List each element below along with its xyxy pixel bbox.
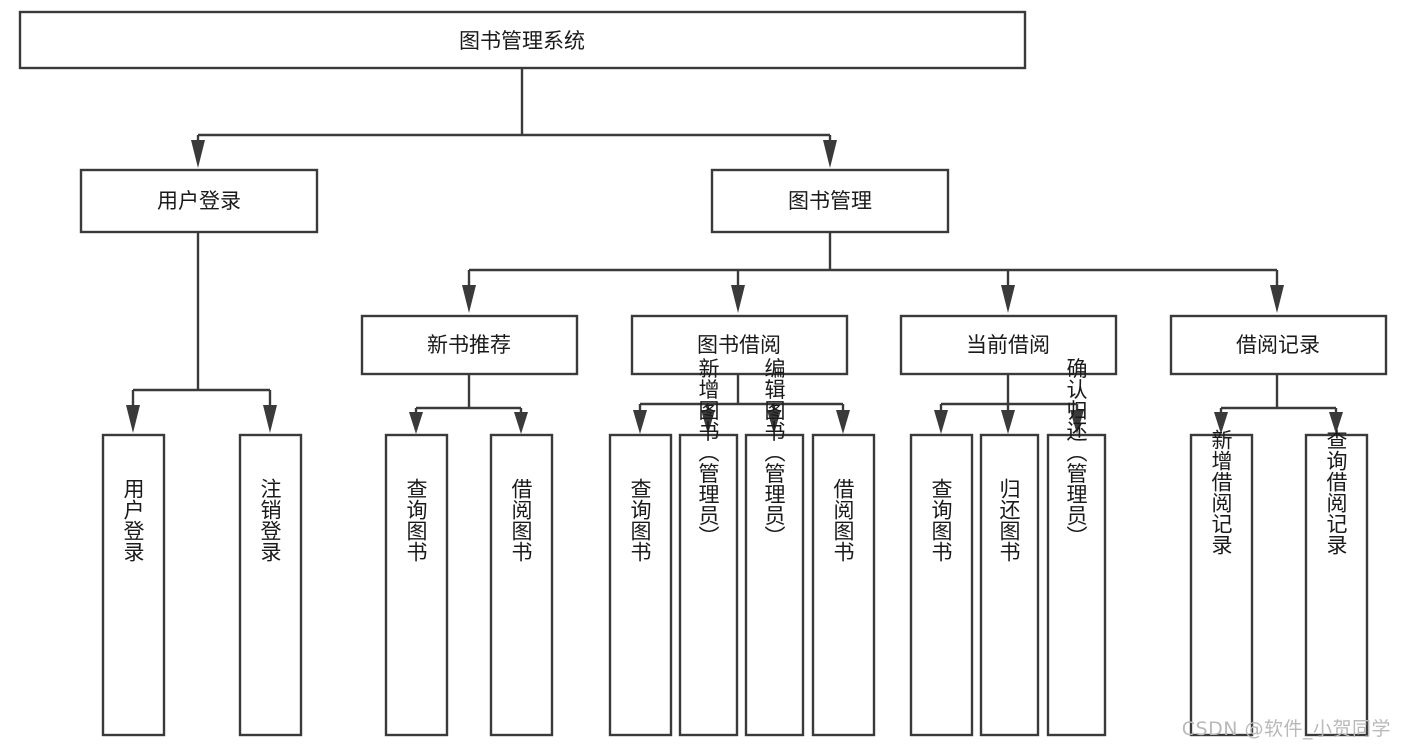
arrowhead-icon [836,410,850,434]
node-leaf-return-book-box[interactable] [979,433,1040,737]
connector-layer [131,69,1338,412]
node-book-borrow-box[interactable] [630,314,849,376]
node-borrow-record-label: 借阅记录 [1236,333,1320,357]
arrowhead-icon [462,285,476,313]
node-new-book-rec-label: 新书推荐 [427,333,511,357]
csdn-watermark: CSDN @软件_小贺同学 [1181,718,1391,740]
node-borrow-record[interactable]: 借阅记录 [1169,314,1388,376]
node-leaf-add-record-label: 新增借阅记录 [1209,429,1233,555]
arrowhead-icon [731,285,745,313]
arrowhead-icon [263,405,277,433]
node-leaf-edit-book[interactable]: 编辑图书（管理员） [744,358,805,737]
node-leaf-query-book-3-label: 查询图书 [929,478,953,562]
node-leaf-borrow-book-1[interactable]: 借阅图书 [489,433,554,737]
node-leaf-query-record-label: 查询借阅记录 [1324,429,1348,555]
node-leaf-user-login[interactable]: 用户登录 [101,433,166,737]
node-leaf-query-record[interactable]: 查询借阅记录 [1304,429,1369,737]
arrowhead-layer [126,140,1343,434]
node-leaf-add-book-label: 新增图书（管理员） [696,358,720,547]
node-leaf-confirm-return[interactable]: 确认归还（管理员） [1046,358,1107,737]
node-leaf-user-logout[interactable]: 注销登录 [238,433,303,737]
node-leaf-query-book-2[interactable]: 查询图书 [608,433,673,737]
node-current-borrow-box[interactable] [899,314,1118,376]
node-root-box[interactable] [18,10,1027,70]
node-leaf-borrow-book-2-box[interactable] [811,433,876,737]
node-leaf-edit-book-label: 编辑图书（管理员） [762,358,786,547]
arrowhead-icon [1270,285,1284,313]
arrowhead-icon [126,405,140,433]
node-leaf-query-book-2-box[interactable] [608,433,673,737]
node-leaf-user-login-box[interactable] [101,433,166,737]
arrowhead-icon [514,412,528,434]
node-book-borrow[interactable]: 图书借阅 [630,314,849,376]
arrowhead-icon [823,140,837,168]
node-current-borrow-label: 当前借阅 [966,333,1050,357]
node-current-borrow[interactable]: 当前借阅 [899,314,1118,376]
node-leaf-user-logout-label: 注销登录 [258,478,282,562]
node-book-borrow-label: 图书借阅 [697,333,781,357]
node-leaf-borrow-book-1-label: 借阅图书 [509,478,533,562]
node-root-label: 图书管理系统 [459,29,585,53]
arrowhead-icon [1214,412,1228,434]
node-leaf-borrow-book-2[interactable]: 借阅图书 [811,433,876,737]
node-leaf-add-record[interactable]: 新增借阅记录 [1189,429,1254,737]
node-borrow-record-box[interactable] [1169,314,1388,376]
node-leaf-user-logout-box[interactable] [238,433,303,737]
node-leaf-confirm-return-box[interactable] [1046,433,1107,737]
arrowhead-icon [1001,285,1015,313]
node-user-login-label: 用户登录 [157,189,241,213]
arrowhead-icon [701,410,715,434]
node-leaf-query-book-1-label: 查询图书 [404,478,428,562]
node-leaf-borrow-book-2-label: 借阅图书 [831,478,855,562]
node-leaf-query-book-1-box[interactable] [384,433,449,737]
arrowhead-icon [409,412,423,434]
node-root[interactable]: 图书管理系统 [18,10,1027,70]
node-book-manage[interactable]: 图书管理 [710,168,950,234]
node-leaf-edit-book-box[interactable] [744,433,805,737]
node-leaf-query-record-box[interactable] [1304,433,1369,737]
arrowhead-icon [633,410,647,434]
node-new-book-rec-box[interactable] [360,314,579,376]
arrowhead-icon [1070,410,1084,434]
arrowhead-icon [1329,412,1343,434]
node-book-manage-label: 图书管理 [788,189,872,213]
node-leaf-return-book[interactable]: 归还图书 [979,433,1040,737]
node-leaf-confirm-return-label: 确认归还（管理员） [1064,358,1088,547]
node-leaf-return-book-label: 归还图书 [997,478,1021,562]
node-leaf-query-book-3[interactable]: 查询图书 [909,433,974,737]
node-leaf-query-book-3-box[interactable] [909,433,974,737]
node-leaf-query-book-1[interactable]: 查询图书 [384,433,449,737]
arrowhead-icon [191,140,205,168]
node-new-book-rec[interactable]: 新书推荐 [360,314,579,376]
node-user-login-box[interactable] [79,168,319,234]
node-leaf-add-book-box[interactable] [678,433,739,737]
node-user-login[interactable]: 用户登录 [79,168,319,234]
node-book-manage-box[interactable] [710,168,950,234]
node-leaf-query-book-2-label: 查询图书 [628,478,652,562]
arrowhead-icon [767,410,781,434]
node-leaf-add-book[interactable]: 新增图书（管理员） [678,358,739,737]
node-leaf-borrow-book-1-box[interactable] [489,433,554,737]
node-leaf-user-login-label: 用户登录 [121,478,145,562]
node-leaf-add-record-box[interactable] [1189,433,1254,737]
arrowhead-icon [934,410,948,434]
arrowhead-icon [1001,410,1015,434]
